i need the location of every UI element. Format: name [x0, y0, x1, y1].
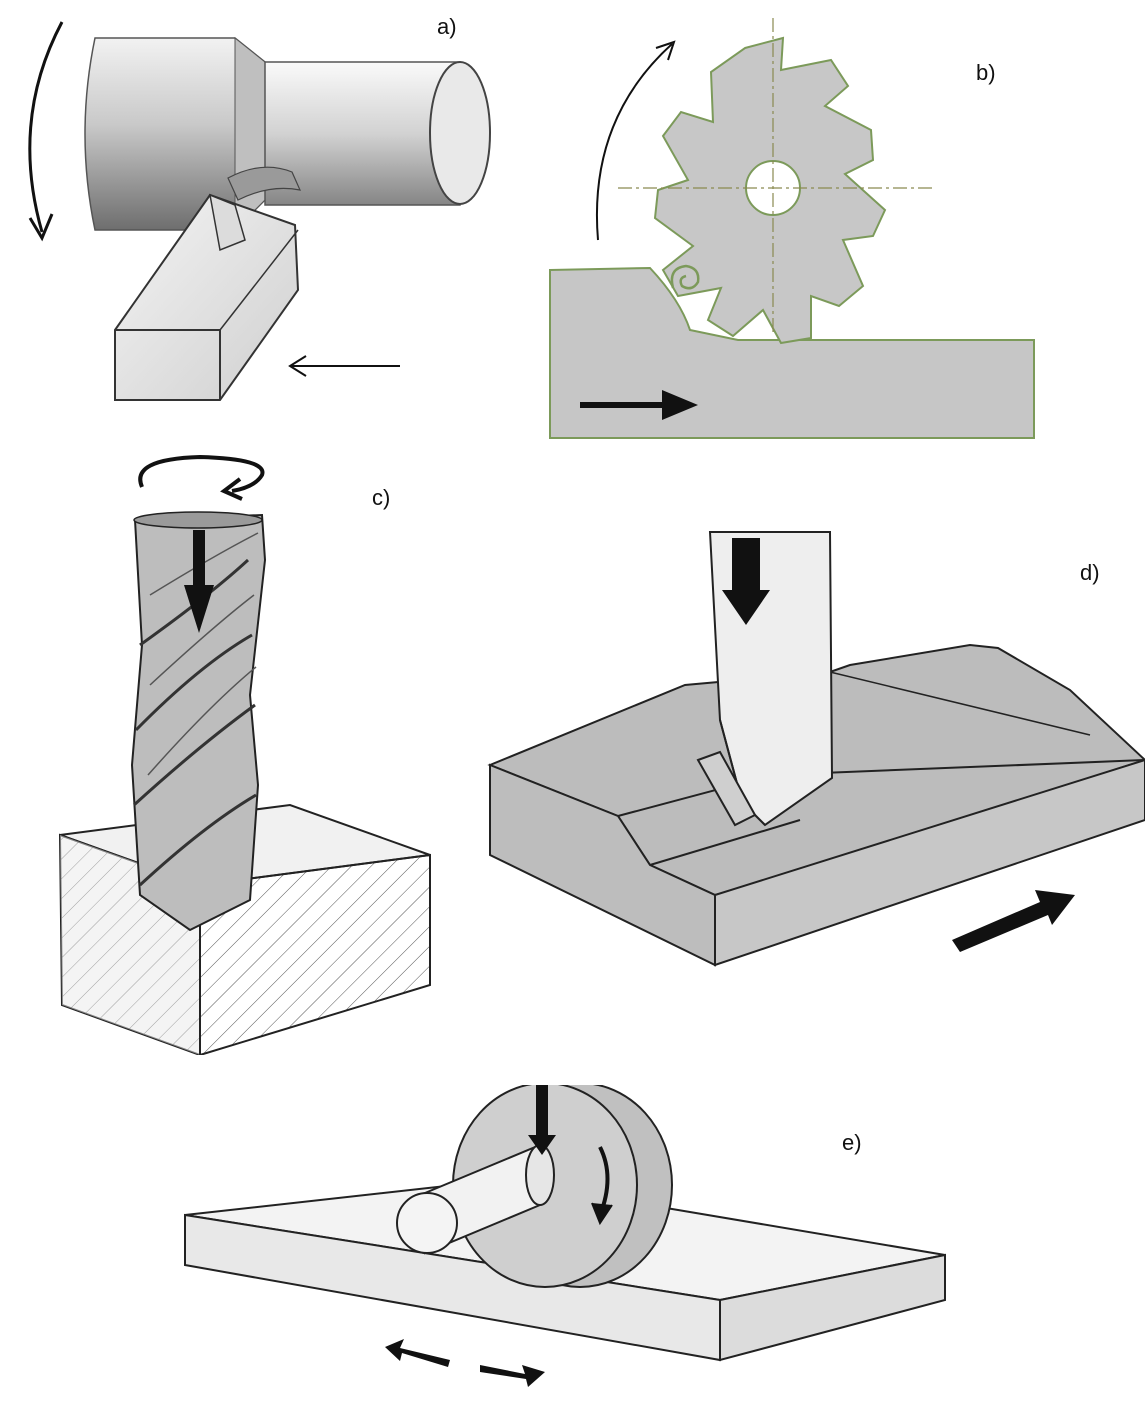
grinding-wheel-icon	[160, 1085, 1145, 1414]
rotation-arrow	[595, 43, 673, 241]
panel-b-saw-milling: b)	[540, 0, 1145, 445]
twist-drill-icon	[0, 445, 470, 1055]
rotation-arrow	[138, 454, 265, 493]
reciprocating-arrow-right	[480, 1365, 545, 1387]
feed-arrow	[952, 890, 1075, 952]
feed-arrow	[193, 530, 205, 590]
panel-e-grinding: e)	[160, 1085, 1145, 1414]
panel-label-a: a)	[437, 14, 457, 39]
infeed-arrow	[528, 1085, 556, 1155]
turning-lathe-icon	[0, 0, 530, 420]
panel-label-c: c)	[372, 485, 391, 510]
reciprocating-arrow-left	[385, 1339, 450, 1367]
feed-arrow-down	[722, 538, 770, 625]
drill-body	[130, 513, 267, 932]
rotation-arrow	[28, 21, 64, 233]
panel-label-e: e)	[842, 1130, 862, 1155]
planing-shaping-tool-icon	[470, 520, 1145, 990]
panel-c-drilling: c)	[0, 445, 470, 1055]
panel-label-d: d)	[1080, 560, 1100, 585]
panel-d-planing: d)	[470, 520, 1145, 990]
panel-a-turning: a)	[0, 0, 530, 420]
chip-curl	[670, 264, 700, 290]
slitting-saw-milling-icon	[540, 0, 1145, 445]
panel-label-b: b)	[976, 60, 996, 85]
